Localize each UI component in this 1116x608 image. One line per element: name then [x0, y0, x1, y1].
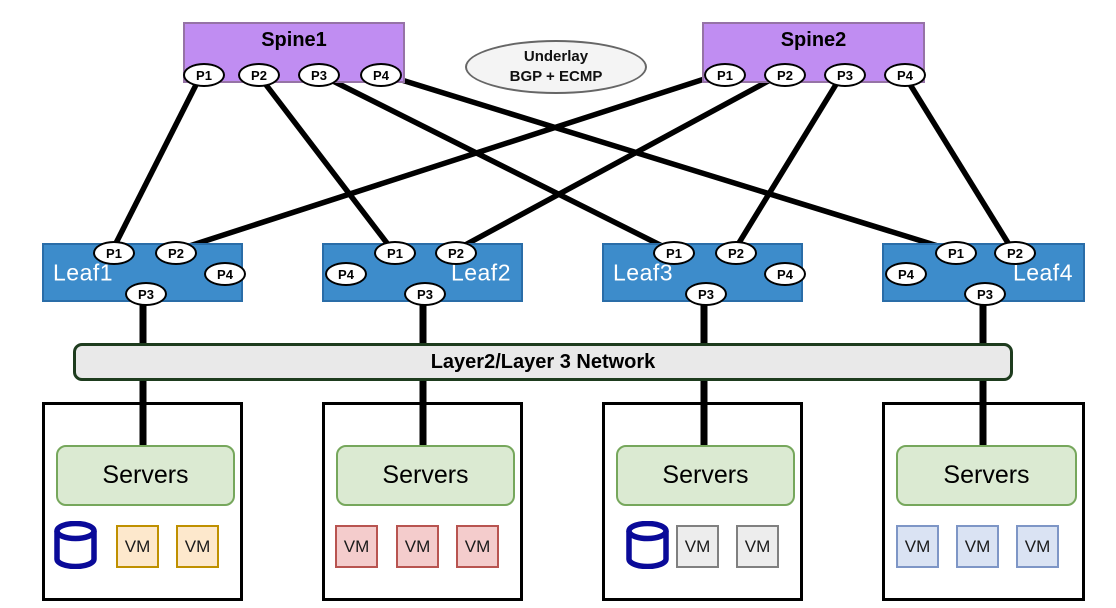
- spine2-port-p2: P2: [764, 63, 806, 87]
- spine1-port-p2: P2: [238, 63, 280, 87]
- servers-label-4: Servers: [943, 461, 1030, 489]
- leaf2-port-p2: P2: [435, 241, 477, 265]
- vm-box: VM: [896, 525, 939, 568]
- leaf1-switch: Leaf1 P1 P2 P4 P3: [42, 241, 246, 306]
- vm-box: VM: [335, 525, 378, 568]
- leaf3-port-p2: P2: [715, 241, 757, 265]
- network-bar-label: Layer2/Layer 3 Network: [430, 350, 656, 373]
- vm-box: VM: [176, 525, 219, 568]
- servers-label-2: Servers: [382, 461, 469, 489]
- link-spine2-p1-leaf1-p2: [173, 70, 724, 254]
- database-icon: [625, 520, 670, 574]
- vm-box: VM: [956, 525, 999, 568]
- servers-label-1: Servers: [102, 461, 189, 489]
- vm-box: VM: [736, 525, 779, 568]
- leaf4-switch: Leaf4 P1 P2 P4 P3: [882, 241, 1085, 306]
- spine1-switch: Spine1 P1 P2 P3 P4: [183, 22, 405, 87]
- vm-box: VM: [676, 525, 719, 568]
- vm-box: VM: [116, 525, 159, 568]
- server-group-3: Servers VM VM: [602, 402, 803, 601]
- leaf4-port-p4: P4: [885, 262, 927, 286]
- leaf3-port-p4: P4: [764, 262, 806, 286]
- spine2-port-p1: P1: [704, 63, 746, 87]
- spine2-port-p3: P3: [824, 63, 866, 87]
- leaf2-port-p4: P4: [325, 262, 367, 286]
- spine2-switch: Spine2 P1 P2 P3 P4: [702, 22, 926, 87]
- vm-box: VM: [396, 525, 439, 568]
- spine1-port-p3: P3: [298, 63, 340, 87]
- leaf3-port-p3: P3: [685, 282, 727, 306]
- leaf4-port-p1: P1: [935, 241, 977, 265]
- servers-box-4: Servers: [896, 445, 1077, 506]
- link-spine1-p3-leaf3-p1: [315, 70, 674, 254]
- server-group-1: Servers VM VM: [42, 402, 243, 601]
- spine1-port-p4: P4: [360, 63, 402, 87]
- link-spine1-p4-leaf4-p1: [378, 70, 955, 254]
- servers-label-3: Servers: [662, 461, 749, 489]
- spine1-port-p1: P1: [183, 63, 225, 87]
- leaf4-port-p3: P3: [964, 282, 1006, 306]
- underlay-line2: BGP + ECMP: [509, 68, 603, 85]
- leaf2-port-p1: P1: [374, 241, 416, 265]
- link-spine2-p4-leaf4-p2: [900, 71, 1016, 253]
- spine2-label: Spine2: [780, 29, 847, 51]
- vm-box: VM: [456, 525, 499, 568]
- link-spine2-p3-leaf3-p2: [731, 71, 846, 253]
- servers-box-1: Servers: [56, 445, 235, 506]
- leaf1-port-p2: P2: [155, 241, 197, 265]
- leaf3-switch: Leaf3 P1 P2 P4 P3: [602, 241, 806, 306]
- leaf3-port-p1: P1: [653, 241, 695, 265]
- link-spine1-p2-leaf2-p1: [254, 71, 396, 253]
- leaf4-port-p2: P2: [994, 241, 1036, 265]
- servers-box-2: Servers: [336, 445, 515, 506]
- layer2-layer3-network-bar: Layer2/Layer 3 Network: [73, 343, 1013, 381]
- leaf1-port-p3: P3: [125, 282, 167, 306]
- server-group-2: Servers VM VM VM: [322, 402, 523, 601]
- spine2-port-p4: P4: [884, 63, 926, 87]
- leaf2-port-p3: P3: [404, 282, 446, 306]
- link-spine2-p2-leaf2-p2: [452, 70, 785, 254]
- server-group-4: Servers VM VM VM: [882, 402, 1085, 601]
- leaf1-port-p1: P1: [93, 241, 135, 265]
- link-spine1-p1-leaf1-p1: [109, 71, 205, 253]
- spine1-label: Spine1: [261, 29, 327, 51]
- servers-box-3: Servers: [616, 445, 795, 506]
- leaf2-switch: Leaf2 P1 P2 P4 P3: [322, 241, 523, 306]
- database-icon: [53, 520, 98, 574]
- vm-box: VM: [1016, 525, 1059, 568]
- underlay-ellipse: Underlay BGP + ECMP: [465, 40, 647, 94]
- underlay-line1: Underlay: [523, 47, 589, 65]
- leaf1-port-p4: P4: [204, 262, 246, 286]
